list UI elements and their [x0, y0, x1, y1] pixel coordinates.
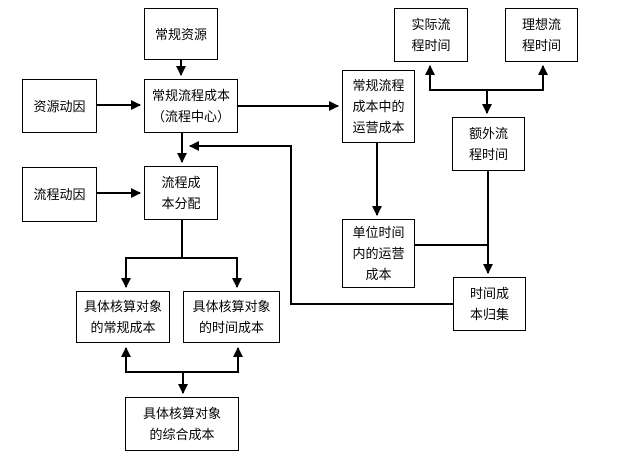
node-time-cost-collection: 时间成 本归集: [453, 277, 526, 331]
node-object-time-cost: 具体核算对象 的时间成本: [183, 291, 280, 343]
node-unit-time-operating-cost: 单位时间 内的运营 成本: [342, 219, 415, 288]
node-regular-resources: 常规资源: [144, 8, 218, 60]
node-extra-process-time: 额外流 程时间: [452, 117, 525, 171]
node-resource-driver: 资源动因: [22, 79, 97, 133]
node-object-comprehensive-cost: 具体核算对象 的综合成本: [125, 397, 239, 451]
node-process-driver: 流程动因: [22, 167, 97, 222]
node-actual-process-time: 实际流 程时间: [394, 8, 468, 62]
node-object-regular-cost: 具体核算对象 的常规成本: [76, 291, 170, 343]
arrow-feedback-time-cost-to-allocation: [189, 141, 453, 305]
node-process-cost-allocation: 流程成 本分配: [144, 166, 218, 220]
node-ideal-process-time: 理想流 程时间: [505, 8, 578, 62]
node-regular-process-cost: 常规流程成本 （流程中心）: [144, 79, 238, 133]
node-operating-cost-in-regular-process-cost: 常规流程 成本中的 运营成本: [342, 70, 415, 143]
